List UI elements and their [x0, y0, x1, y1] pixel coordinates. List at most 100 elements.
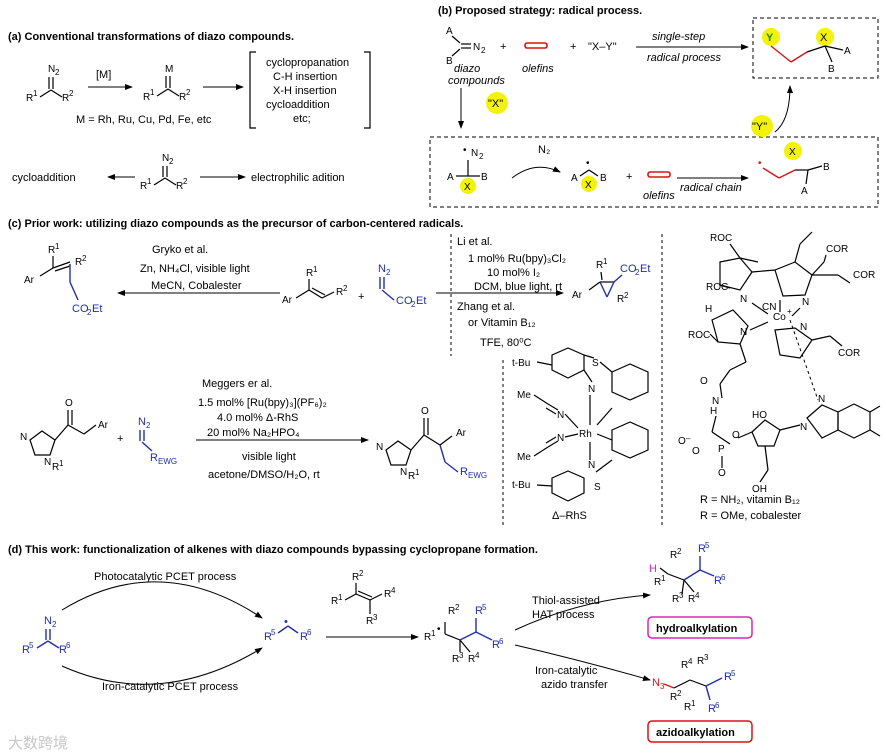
- b12-r-1: R = NH₂, vitamin B₁₂: [700, 494, 800, 506]
- svg-text:Ar: Ar: [282, 295, 293, 306]
- meggers-author: Meggers er al.: [202, 378, 272, 390]
- radical-adduct: • X B A: [758, 142, 830, 197]
- svg-text:+: +: [570, 41, 576, 53]
- svg-text:R: R: [708, 703, 716, 715]
- svg-text:R: R: [306, 268, 313, 279]
- svg-text:R: R: [475, 605, 483, 617]
- svg-text:R: R: [48, 245, 55, 256]
- electrophilic-label: electrophilic adition: [251, 172, 345, 184]
- olefin-icon-2: [647, 171, 671, 178]
- svg-text:t-Bu: t-Bu: [512, 358, 530, 369]
- svg-text:2: 2: [386, 268, 391, 277]
- svg-text:X: X: [464, 182, 471, 193]
- svg-text:R: R: [492, 639, 500, 651]
- svg-text:R: R: [59, 644, 67, 656]
- svg-text:Ar: Ar: [456, 428, 467, 439]
- svg-text:H: H: [710, 406, 717, 417]
- svg-text:N: N: [800, 322, 807, 333]
- svg-text:N: N: [20, 432, 27, 443]
- svg-text:H: H: [649, 563, 657, 575]
- svg-text:2: 2: [359, 569, 364, 578]
- svg-text:4: 4: [475, 651, 480, 660]
- svg-text:•: •: [437, 624, 441, 635]
- svg-text:R: R: [143, 92, 150, 103]
- svg-text:R: R: [300, 631, 308, 643]
- svg-text:R: R: [460, 466, 468, 478]
- svg-text:2: 2: [343, 284, 348, 293]
- svg-text:R: R: [681, 660, 688, 671]
- hydroalkylation-box: [647, 616, 753, 639]
- olefins-label: olefins: [522, 63, 554, 75]
- reaction-etc: etc;: [293, 113, 311, 125]
- svg-text:B: B: [446, 56, 453, 67]
- svg-text:R: R: [75, 257, 82, 268]
- svg-text:1: 1: [59, 459, 64, 468]
- svg-text:O: O: [65, 398, 73, 409]
- svg-text:A: A: [571, 173, 578, 184]
- svg-text:2: 2: [146, 421, 151, 430]
- svg-text:2: 2: [69, 89, 74, 98]
- svg-text:R: R: [176, 181, 183, 192]
- azido-label-1: Iron-catalytic: [535, 665, 598, 677]
- photo-label: Photocatalytic PCET process: [94, 571, 237, 583]
- reaction-cyclopropanation: cyclopropanation: [266, 57, 349, 69]
- svg-text:1: 1: [415, 468, 420, 477]
- svg-text:R: R: [264, 631, 272, 643]
- li-cond-2: 10 mol% I₂: [487, 267, 540, 279]
- olefin-icon: [524, 42, 548, 49]
- svg-text:3: 3: [679, 591, 684, 600]
- svg-text:O: O: [678, 436, 686, 447]
- svg-text:N: N: [588, 460, 595, 471]
- x-radical-label: "X": [488, 98, 503, 110]
- svg-text:N: N: [652, 677, 660, 689]
- svg-text:Me: Me: [517, 452, 531, 463]
- svg-text:O: O: [421, 406, 429, 417]
- b12-r-2: R = OMe, cobalester: [700, 510, 802, 522]
- svg-text:1: 1: [33, 89, 38, 98]
- svg-text:3: 3: [373, 613, 378, 622]
- svg-text:5: 5: [705, 541, 710, 550]
- difunctional-product-b: Y X A B: [762, 28, 851, 75]
- radical-chain-label: radical chain: [680, 182, 742, 194]
- svg-text:2: 2: [52, 620, 57, 629]
- svg-text:•: •: [586, 158, 590, 169]
- svg-text:•: •: [758, 158, 762, 169]
- svg-text:1: 1: [661, 574, 666, 583]
- svg-text:1: 1: [338, 593, 343, 602]
- olefins-label-2: olefins: [643, 190, 675, 202]
- zhang-cond-2: TFE, 80⁰C: [480, 337, 532, 349]
- reaction-xh-insertion: X-H insertion: [273, 85, 337, 97]
- svg-text:Co: Co: [773, 312, 786, 323]
- svg-text:M: M: [165, 64, 173, 75]
- svg-text:N: N: [48, 64, 55, 75]
- svg-text:6: 6: [66, 641, 71, 650]
- azidoalkylation-box: [647, 720, 753, 743]
- svg-text:O: O: [692, 446, 700, 457]
- svg-text:N: N: [471, 148, 478, 159]
- svg-text:A: A: [447, 172, 454, 183]
- svg-text:N: N: [162, 153, 169, 164]
- svg-text:R: R: [688, 594, 695, 605]
- svg-text:ROC: ROC: [710, 233, 732, 244]
- svg-text:N: N: [557, 410, 564, 421]
- svg-text:2: 2: [677, 547, 682, 556]
- svg-text:Et: Et: [416, 295, 426, 307]
- arrow-hat: [514, 592, 651, 631]
- svg-text:ROC: ROC: [688, 330, 710, 341]
- svg-text:Rh: Rh: [579, 429, 592, 440]
- cycloaddition-label: cycloaddition: [12, 172, 76, 184]
- svg-text:N: N: [818, 394, 825, 405]
- svg-text:3: 3: [660, 682, 665, 691]
- cobalamin-structure: ROC COR COR ROC N N CN Co+ H N ROC N COR: [678, 231, 881, 495]
- single-step-label: single-step: [652, 31, 705, 43]
- svg-text:N: N: [138, 416, 146, 428]
- svg-text:2: 2: [635, 268, 640, 277]
